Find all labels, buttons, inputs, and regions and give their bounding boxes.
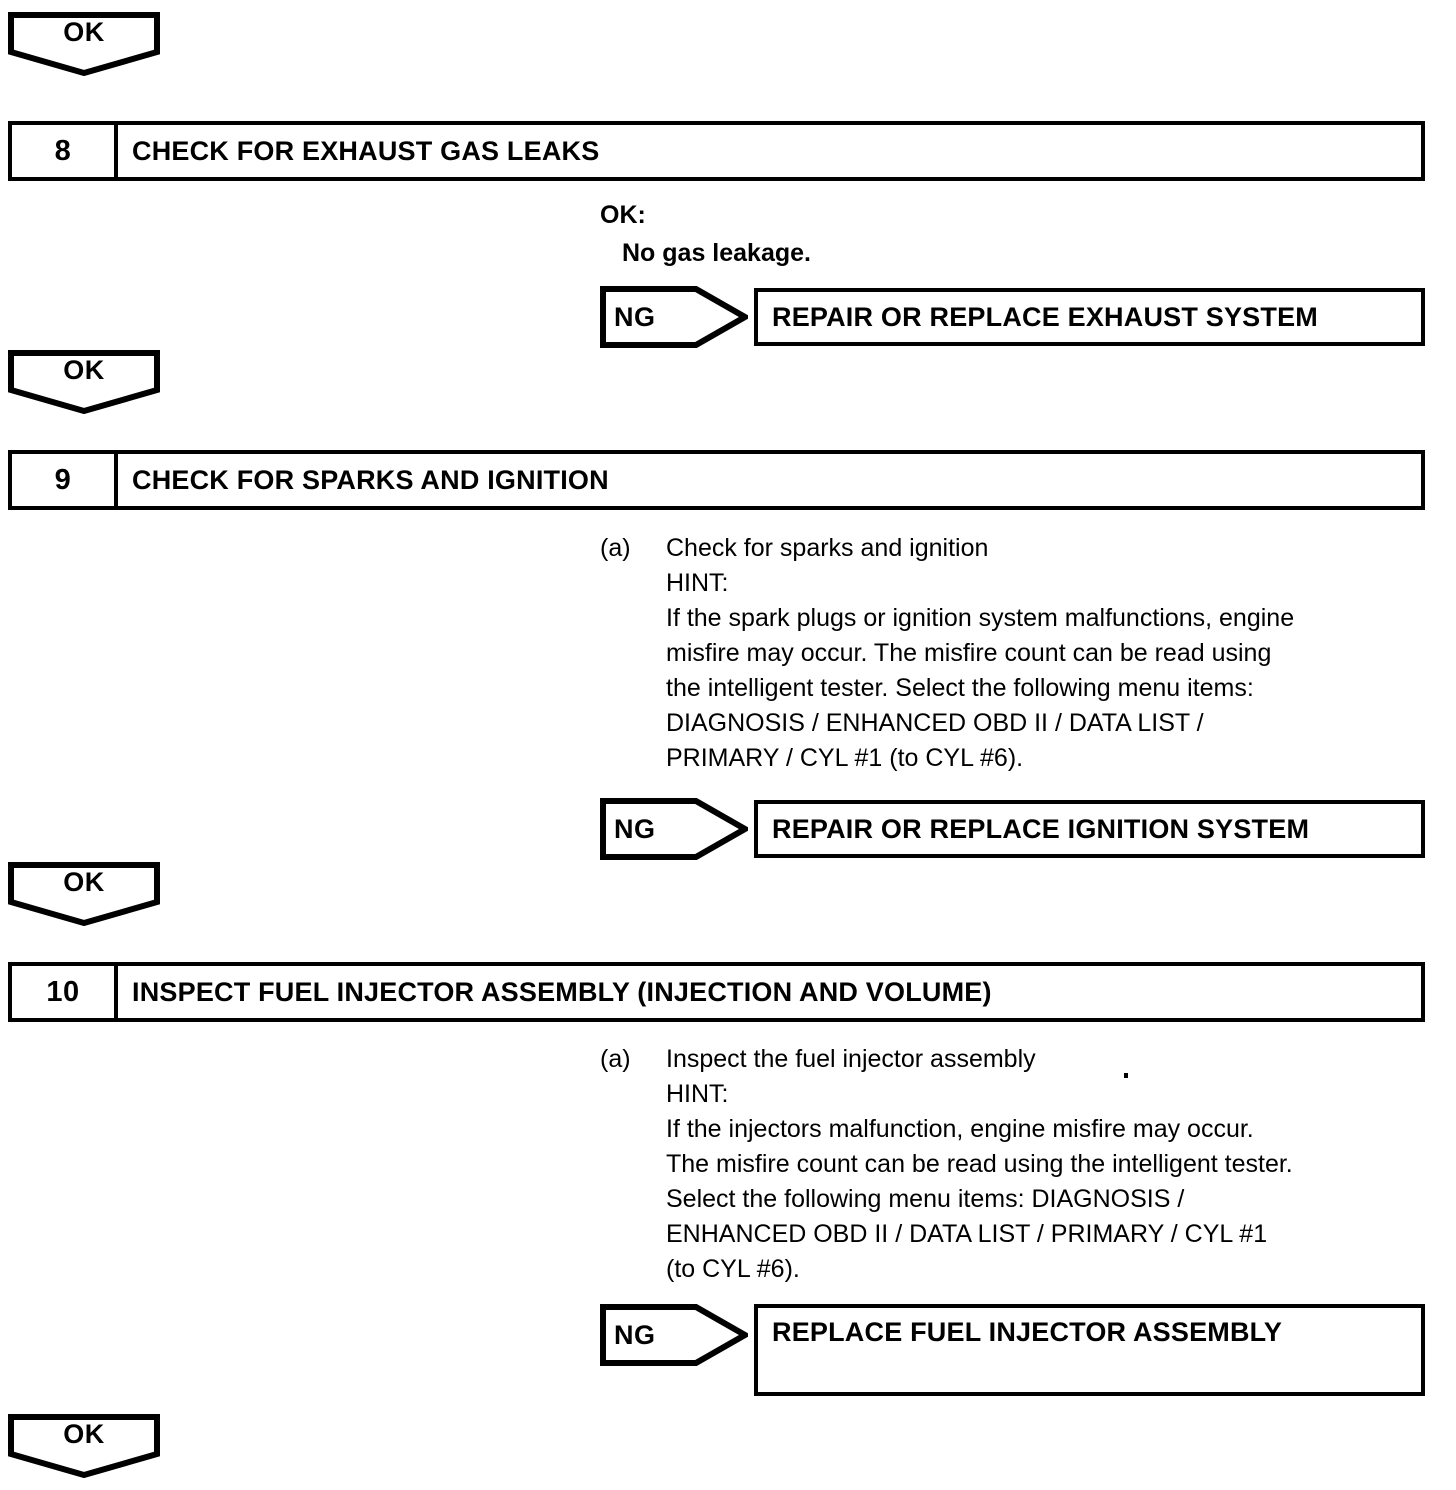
ok-connector-label: OK	[63, 17, 105, 47]
step-8-ok-spec-label: OK:	[600, 201, 646, 229]
step-9-hint-line-4: DIAGNOSIS / ENHANCED OBD II / DATA LIST …	[666, 709, 1204, 737]
ok-pentagon-icon	[8, 12, 160, 76]
step-title-10: INSPECT FUEL INJECTOR ASSEMBLY (INJECTIO…	[132, 976, 992, 1007]
ng-arrow-icon	[600, 1304, 748, 1366]
step-9-item-title: Check for sparks and ignition	[666, 534, 989, 562]
step-box-10: 10 INSPECT FUEL INJECTOR ASSEMBLY (INJEC…	[8, 962, 1425, 1022]
step-10-hint-line-2: The misfire count can be read using the …	[666, 1150, 1293, 1178]
result-text-8: REPAIR OR REPLACE EXHAUST SYSTEM	[772, 301, 1318, 332]
step-box-8: 8 CHECK FOR EXHAUST GAS LEAKS	[8, 121, 1425, 181]
ng-arrow-icon	[600, 798, 748, 860]
step-10-hint-line-4: ENHANCED OBD II / DATA LIST / PRIMARY / …	[666, 1220, 1268, 1248]
result-text-9: REPAIR OR REPLACE IGNITION SYSTEM	[772, 813, 1310, 844]
step-box-9: 9 CHECK FOR SPARKS AND IGNITION	[8, 450, 1425, 510]
ok-pentagon-icon	[8, 350, 160, 414]
step-9-hint-line-2: misfire may occur. The misfire count can…	[666, 639, 1272, 667]
ok-connector-label: OK	[63, 1419, 105, 1449]
step-10-item-a: (a) Inspect the fuel injector assembly H…	[600, 1042, 1430, 1287]
step-10-item-marker: (a)	[600, 1045, 631, 1073]
ng-connector-8: NG	[600, 286, 748, 348]
step-10-hint-label: HINT:	[666, 1080, 729, 1108]
ok-pentagon-icon	[8, 862, 160, 926]
ng-connector-9: NG	[600, 798, 748, 860]
step-10-hint-line-5: (to CYL #6).	[666, 1255, 800, 1283]
result-box-8: REPAIR OR REPLACE EXHAUST SYSTEM	[754, 288, 1425, 346]
step-9-hint-label: HINT:	[666, 569, 729, 597]
ng-arrow-icon	[600, 286, 748, 348]
ng-connector-label-8: NG	[614, 301, 656, 332]
step-10-item-content: Inspect the fuel injector assembly HINT:…	[666, 1042, 1430, 1287]
step-9-item-a: (a) Check for sparks and ignition HINT: …	[600, 531, 1430, 776]
step-number-8: 8	[12, 125, 118, 177]
ok-connector-after-8: OK	[8, 350, 160, 414]
result-text-10: REPLACE FUEL INJECTOR ASSEMBLY	[772, 1317, 1283, 1347]
scan-speck	[1124, 1073, 1128, 1078]
ok-connector-bottom: OK	[8, 1414, 160, 1478]
ok-connector-after-9: OK	[8, 862, 160, 926]
step-number-10: 10	[12, 966, 118, 1018]
step-title-9: CHECK FOR SPARKS AND IGNITION	[132, 464, 609, 495]
result-box-9: REPAIR OR REPLACE IGNITION SYSTEM	[754, 800, 1425, 858]
step-9-item-marker: (a)	[600, 534, 631, 562]
step-9-hint-line-3: the intelligent tester. Select the follo…	[666, 674, 1254, 702]
step-9-item-content: Check for sparks and ignition HINT: If t…	[666, 531, 1430, 776]
step-10-item-title: Inspect the fuel injector assembly	[666, 1045, 1036, 1073]
ok-connector-top: OK	[8, 12, 160, 76]
step-title-8: CHECK FOR EXHAUST GAS LEAKS	[132, 135, 600, 166]
step-number-9: 9	[12, 454, 118, 506]
step-10-hint-line-1: If the injectors malfunction, engine mis…	[666, 1115, 1254, 1143]
step-9-hint-line-5: PRIMARY / CYL #1 (to CYL #6).	[666, 744, 1024, 772]
step-8-ok-spec-value: No gas leakage.	[622, 239, 811, 267]
result-box-10: REPLACE FUEL INJECTOR ASSEMBLY	[754, 1304, 1425, 1396]
ng-connector-10: NG	[600, 1304, 748, 1366]
ok-pentagon-icon	[8, 1414, 160, 1478]
step-10-hint-line-3: Select the following menu items: DIAGNOS…	[666, 1185, 1185, 1213]
ng-connector-label-9: NG	[614, 813, 656, 844]
ok-connector-label: OK	[63, 867, 105, 897]
step-8-ok-spec: OK: No gas leakage.	[600, 196, 811, 272]
step-9-hint-line-1: If the spark plugs or ignition system ma…	[666, 604, 1295, 632]
ok-connector-label: OK	[63, 355, 105, 385]
ng-connector-label-10: NG	[614, 1319, 656, 1350]
